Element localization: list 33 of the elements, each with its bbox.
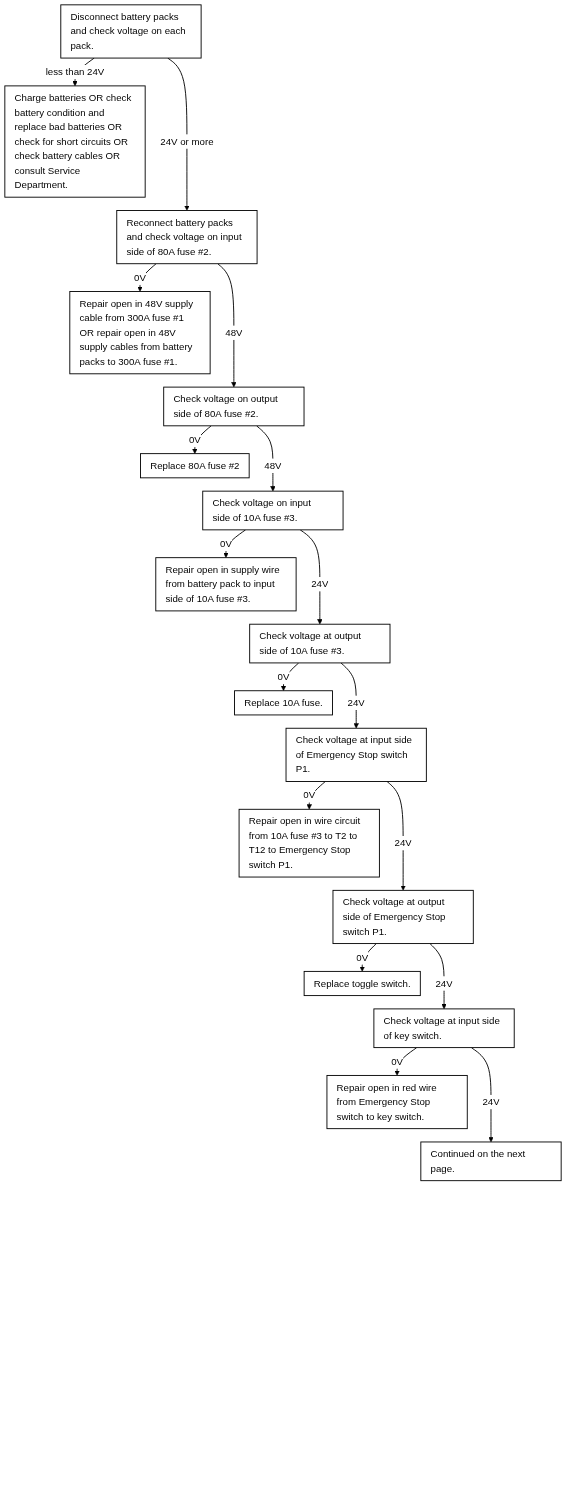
- edge-label: 0V: [277, 671, 290, 682]
- node-box: Check voltage at output side of Emergency Stop switch P1.: [332, 889, 474, 945]
- node-box: Check voltage at input side of Emergency Stop switch P1.: [285, 727, 427, 782]
- node-box: Charge batteries OR check battery condition and replace bad batteries OR check for short circuits OR check battery cables OR consult Service Department.: [4, 85, 146, 198]
- node-box: Repair open in wire circuit from 10A fuse #3 to T2 to T12 to Emergency Stop switch P1.: [238, 808, 380, 878]
- edge-label: 0V: [188, 434, 201, 445]
- node-box: Check voltage at output side of 10A fuse #3.: [249, 623, 391, 664]
- node-box: Check voltage on input side of 10A fuse #3.: [202, 490, 344, 531]
- node-box: Repair open in supply wire from battery pack to input side of 10A fuse #3.: [155, 557, 297, 612]
- edge-label: 48V: [264, 460, 282, 471]
- edge-label: 24V: [435, 978, 453, 989]
- node-box: Reconnect battery packs and check voltage on input side of 80A fuse #2.: [116, 210, 258, 265]
- edge-label: 0V: [391, 1056, 404, 1067]
- edge-label: 0V: [303, 789, 316, 801]
- node-box: Replace toggle switch.: [303, 970, 421, 997]
- edge-label: 0V: [356, 952, 369, 963]
- edge-label: 24V or more: [160, 136, 214, 147]
- node-box: Repair open in 48V supply cable from 300A fuse #1 OR repair open in 48V supply cables from battery packs to 300A fuse #1.: [69, 291, 211, 375]
- edge-label: 24V: [394, 837, 412, 849]
- edge-label: 48V: [225, 327, 243, 338]
- node-box: Check voltage on output side of 80A fuse #2.: [163, 386, 305, 427]
- node-box: Continued on the next page.: [420, 1141, 562, 1182]
- edge-label: 0V: [220, 538, 232, 549]
- node-box: Replace 80A fuse #2: [140, 453, 250, 479]
- edge-label: 0V: [134, 272, 146, 283]
- node-box: Replace 10A fuse.: [234, 690, 333, 716]
- node-box: Repair open in red wire from Emergency Stop switch to key switch.: [326, 1074, 468, 1130]
- node-box: Check voltage at input side of key switch.: [373, 1008, 515, 1049]
- edge-label: 24V: [311, 578, 329, 590]
- node-box: Disconnect battery packs and check voltage on each pack.: [60, 4, 202, 59]
- edge-label: 24V: [347, 697, 365, 708]
- edge-label: less than 24V: [45, 66, 105, 77]
- edge-label: 24V: [482, 1096, 500, 1107]
